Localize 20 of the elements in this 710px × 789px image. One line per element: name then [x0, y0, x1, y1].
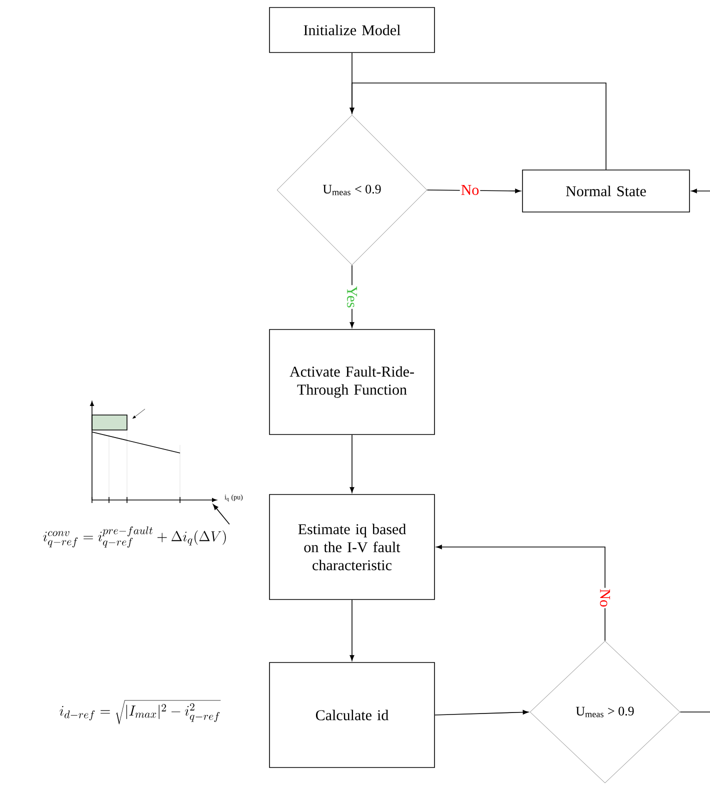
- edge-label: Yes: [346, 285, 358, 309]
- arrow: [212, 504, 230, 525]
- arrow: [434, 710, 528, 716]
- process-box: Calculate id: [269, 662, 435, 768]
- arrow: [350, 434, 354, 493]
- formula: $i_{d-ref} = \sqrt{|I_{max}|^{2} - i_{q-ref}^{2}}$: [60, 700, 221, 724]
- edge-label: No: [599, 588, 611, 608]
- process-box: Initialize Model: [269, 7, 435, 53]
- arrow: [350, 264, 354, 328]
- arrow: [436, 544, 606, 642]
- process-box: Normal State: [522, 170, 690, 212]
- edge-label: No: [460, 184, 480, 196]
- process-box: Estimate iq based on the I-V fault characteristic: [269, 494, 435, 600]
- formula: $i_{q-ref}^{conv} = i_{q-ref}^{pre-fault} + \Delta i_{q}(\Delta V)$: [43, 526, 226, 548]
- arrow: [350, 600, 354, 661]
- chart-drawing: [90, 401, 217, 504]
- process-box: Activate Fault-Ride-Through Function: [269, 329, 435, 435]
- arrow: [350, 82, 606, 170]
- arrow: [691, 188, 710, 194]
- arrow: [426, 188, 521, 194]
